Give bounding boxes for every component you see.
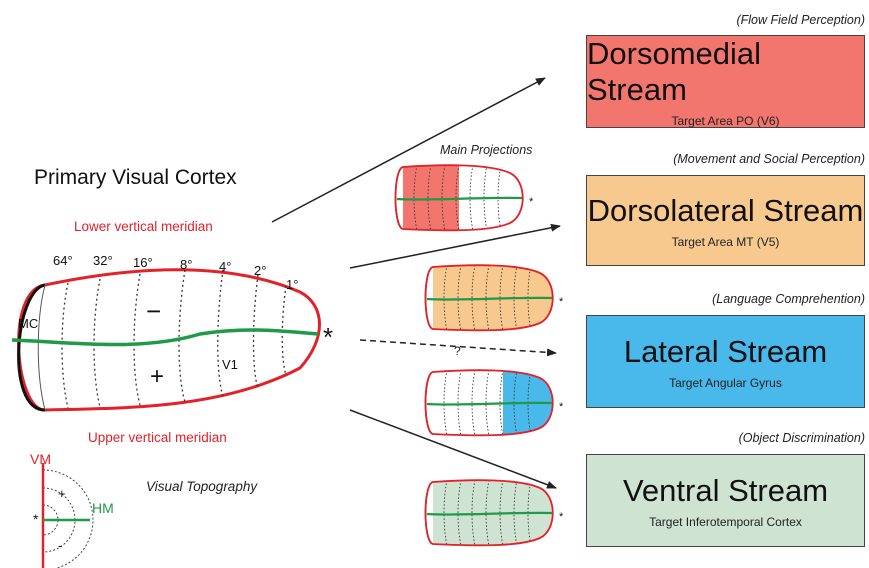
eccentricity-label-32: 32° — [93, 253, 113, 268]
eccentricity-label-1: 1° — [286, 277, 298, 292]
foveal-asterisk: * — [323, 322, 333, 352]
mini-foveal-asterisk: * — [559, 296, 564, 308]
eccentricity-label-2: 2° — [254, 263, 266, 278]
mini-cortex-thumbnails: * * * * — [396, 160, 565, 555]
dorsomedial-stream-title: Dorsomedial Stream — [587, 36, 864, 108]
dorsomedial-stream-box: Dorsomedial Stream Target Area PO (V6) — [586, 35, 865, 128]
eccentricity-label-4: 4° — [219, 259, 231, 274]
mini-cortex-lateral: * — [426, 365, 565, 445]
main-projections-label: Main Projections — [440, 143, 532, 157]
diagram-title: Primary Visual Cortex — [34, 166, 237, 190]
lower-field-minus-sign: − — [146, 296, 161, 327]
mini-cortex-dorsolateral: * — [426, 260, 565, 340]
lateral-uncertain-mark: ? — [454, 344, 461, 358]
mini-cortex-ventral: * — [426, 475, 565, 555]
eccentricity-label-16: 16° — [133, 255, 153, 270]
dorsomedial-stream-target: Target Area PO (V6) — [671, 114, 779, 128]
vm-label: VM — [30, 451, 51, 467]
dorsolateral-stream-target: Target Area MT (V5) — [672, 235, 780, 249]
arrow-dorsolateral — [350, 226, 560, 268]
topography-minus: - — [58, 538, 62, 553]
mini-foveal-asterisk: * — [559, 401, 564, 413]
ventral-perception-label: (Object Discrimination) — [739, 431, 865, 445]
lateral-stream-box: Lateral Stream Target Angular Gyrus — [586, 315, 865, 408]
eccentricity-label-64: 64° — [53, 253, 73, 268]
dorsolateral-stream-title: Dorsolateral Stream — [588, 193, 864, 229]
dorsolateral-perception-label: (Movement and Social Perception) — [673, 152, 865, 166]
topography-star: * — [33, 511, 39, 527]
primary-visual-cortex-map — [12, 270, 320, 410]
ventral-stream-box: Ventral Stream Target Inferotemporal Cor… — [586, 454, 865, 547]
upper-field-plus-sign: + — [150, 363, 164, 391]
lateral-stream-title: Lateral Stream — [624, 334, 827, 370]
mini-foveal-asterisk: * — [529, 196, 534, 208]
mini-cortex-dorsomedial: * — [396, 160, 535, 240]
ventral-stream-target: Target Inferotemporal Cortex — [649, 515, 802, 529]
mini-foveal-asterisk: * — [559, 511, 564, 523]
lateral-perception-label: (Language Comprehention) — [712, 292, 865, 306]
hm-label: HM — [92, 500, 114, 516]
lower-vertical-meridian-label: Lower vertical meridian — [74, 219, 213, 234]
ventral-stream-title: Ventral Stream — [623, 473, 828, 509]
monocular-crescent-label: MC — [18, 316, 38, 331]
topography-plus: + — [58, 486, 66, 501]
dorsolateral-stream-box: Dorsolateral Stream Target Area MT (V5) — [586, 175, 865, 266]
upper-vertical-meridian-label: Upper vertical meridian — [88, 430, 227, 445]
eccentricity-label-8: 8° — [180, 257, 192, 272]
dorsomedial-perception-label: (Flow Field Perception) — [736, 13, 865, 27]
v1-label: V1 — [222, 357, 238, 372]
visual-topography-label: Visual Topography — [146, 479, 257, 494]
visual-topography-diagram — [43, 463, 93, 568]
lateral-stream-target: Target Angular Gyrus — [669, 376, 782, 390]
